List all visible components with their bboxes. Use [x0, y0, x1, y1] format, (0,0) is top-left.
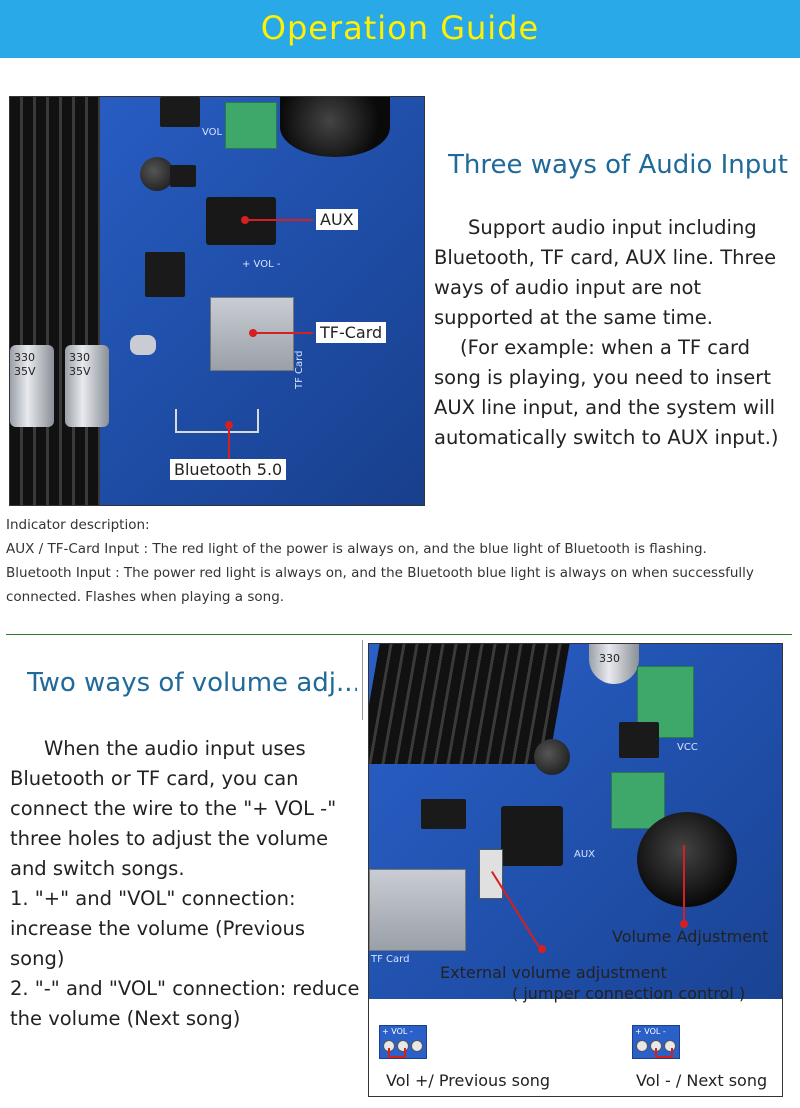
volume-adjust-leader-dot: [680, 920, 688, 928]
tf-card-slot-2: [369, 869, 466, 951]
tf-card-leader-dot: [249, 329, 257, 337]
volume-knob: [280, 97, 390, 157]
small-ic: [170, 165, 196, 187]
aux-leader-dot: [241, 216, 249, 224]
amp-ic-2: [421, 799, 466, 829]
bluetooth-leader-line: [228, 425, 230, 460]
vcc-silkscreen: VCC: [677, 742, 698, 753]
vol-plus-bridge: [388, 1048, 406, 1058]
section2-item2: 2. "-" and "VOL" connection: reduce the …: [10, 977, 360, 1030]
section2-paragraph: When the audio input uses Bluetooth or T…: [10, 737, 337, 880]
bluetooth-callout: Bluetooth 5.0: [170, 459, 287, 480]
volume-adjust-leader-line: [683, 845, 685, 923]
vol-pins-silkscreen: + VOL -: [242, 259, 281, 270]
indicator-aux-tf: AUX / TF-Card Input : The red light of t…: [6, 541, 707, 557]
aux-silkscreen: AUX: [574, 849, 596, 860]
vol-silkscreen: VOL: [202, 127, 223, 138]
tf-card-leader-line: [253, 332, 313, 334]
external-volume-leader-dot: [538, 945, 546, 953]
board-photo-volume: 330 VCC AUX TF Card: [368, 643, 783, 1097]
aux-leader-line: [245, 219, 313, 221]
bluetooth-antenna: [175, 409, 259, 433]
heatsink: [10, 97, 100, 505]
small-capacitor: [140, 157, 174, 191]
amp-ic: [145, 252, 185, 297]
vol-plus-caption: Vol +/ Previous song: [386, 1071, 551, 1090]
section1-paragraph2: (For example: when a TF card song is pla…: [434, 336, 779, 449]
vol-header-pins: [479, 849, 503, 899]
indicator-title: Indicator description:: [6, 517, 150, 533]
section1-paragraph1: Support audio input including Bluetooth,…: [434, 216, 777, 329]
lower-board-area: [369, 999, 782, 1096]
board-photo-audio-input: 330 35V 330 35V VOL + VOL - TF Card: [9, 96, 425, 506]
aux-jack-2: [501, 806, 563, 866]
section2-description: When the audio input uses Bluetooth or T…: [10, 734, 362, 1034]
regulator-chip: [160, 97, 200, 127]
external-volume-callout-line1: External volume adjustment: [440, 963, 667, 982]
tf-card-silkscreen: TF Card: [294, 350, 305, 389]
capacitor-330: 330: [589, 644, 639, 684]
vol-plus-jumper-diagram: + VOL -: [379, 1025, 427, 1059]
operation-guide-banner: Operation Guide: [0, 0, 800, 58]
vol-minus-caption: Vol - / Next song: [636, 1071, 768, 1090]
capacitor-right: 330 35V: [65, 345, 109, 427]
capacitor-left: 330 35V: [10, 345, 54, 427]
aux-callout: AUX: [316, 209, 358, 230]
section-divider: [6, 634, 792, 635]
vertical-divider: [362, 640, 363, 720]
section1-description: Support audio input including Bluetooth,…: [434, 213, 790, 453]
regulator-2: [619, 722, 659, 758]
external-volume-callout-line2: ( jumper connection control ): [512, 984, 746, 1003]
small-capacitor-2: [534, 739, 570, 775]
tf-card-callout: TF-Card: [316, 322, 387, 343]
section1-heading: Three ways of Audio Input: [448, 150, 788, 180]
volume-adjustment-callout: Volume Adjustment: [612, 927, 769, 946]
section2-heading: Two ways of volume adj...: [27, 668, 357, 698]
section2-item1: 1. "+" and "VOL" connection: increase th…: [10, 887, 306, 970]
indicator-description: Indicator description: AUX / TF-Card Inp…: [6, 513, 796, 609]
crystal: [130, 335, 156, 355]
bluetooth-leader-dot: [225, 421, 233, 429]
tf-card-silkscreen-2: TF Card: [371, 954, 410, 965]
vol-minus-bridge: [655, 1048, 673, 1058]
indicator-bluetooth: Bluetooth Input : The power red light is…: [6, 565, 754, 605]
banner-title: Operation Guide: [260, 9, 540, 47]
volume-pot-2: [611, 772, 665, 829]
volume-knob-2: [637, 812, 737, 907]
volume-potentiometer: [225, 102, 277, 149]
vol-minus-jumper-diagram: + VOL -: [632, 1025, 680, 1059]
